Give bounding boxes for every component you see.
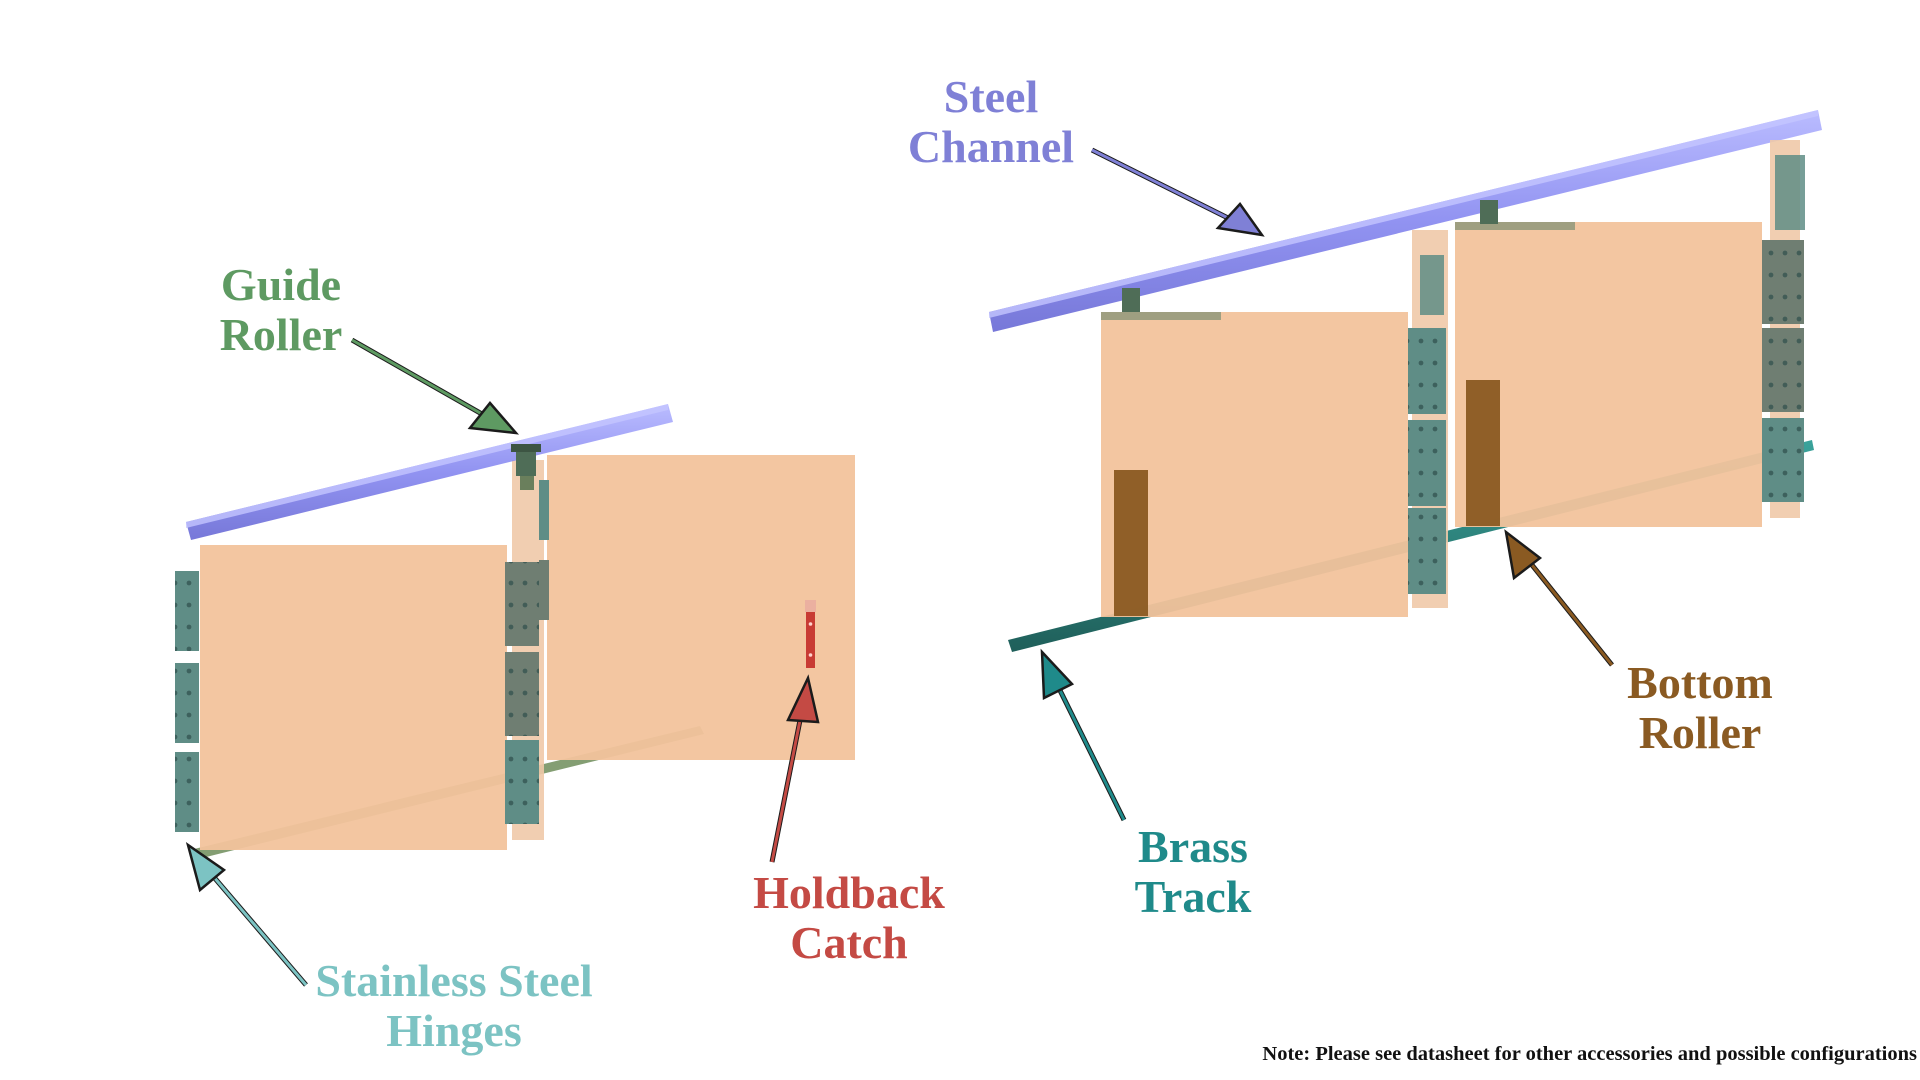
right-door-panel-1	[1101, 312, 1408, 617]
label-steel-channel: Steel Channel	[907, 71, 1075, 172]
left-door-panel-1	[200, 545, 507, 850]
callout-arrows	[185, 147, 1614, 987]
label-guide-roller: Guide Roller	[219, 259, 343, 360]
label-bottom-roller: Bottom Roller	[1627, 657, 1773, 758]
right-door-assembly	[989, 110, 1822, 652]
left-door-assembly	[175, 404, 855, 860]
center-hinges-left	[505, 480, 549, 824]
guide-roller-left	[511, 444, 541, 490]
center-hinges-right	[1408, 255, 1446, 594]
label-brass-track: Brass Track	[1134, 821, 1252, 922]
bottom-rollers	[1114, 380, 1500, 616]
label-stainless-steel-hinges: Stainless Steel Hinges	[315, 955, 593, 1056]
end-hinges-right	[1762, 155, 1805, 502]
footer-note: Note: Please see datasheet for other acc…	[1262, 1043, 1917, 1065]
right-door-panel-2	[1455, 222, 1762, 527]
holdback-catch	[805, 600, 816, 668]
stainless-hinges-left	[175, 571, 199, 832]
label-holdback-catch: Holdback Catch	[753, 867, 945, 968]
guide-roller-right	[1122, 200, 1498, 312]
